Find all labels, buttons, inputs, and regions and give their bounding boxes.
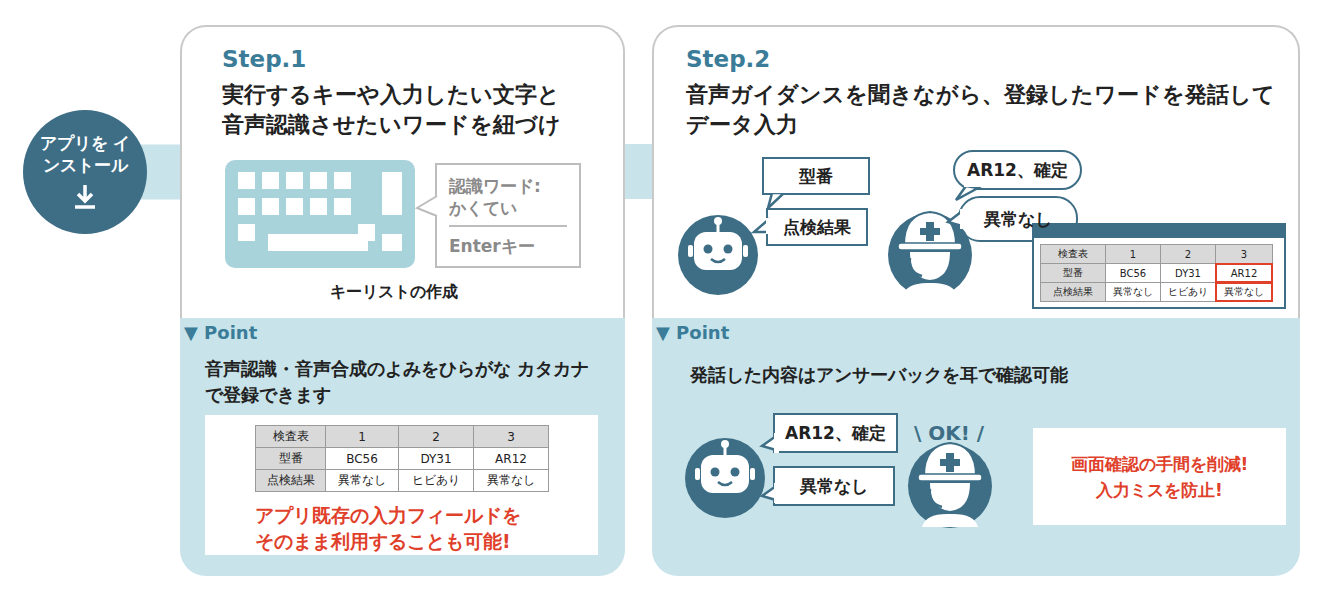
flow-band [625,144,652,199]
table-cell: 2 [398,425,474,448]
table-cell: DY31 [398,447,474,470]
bubble-tail [754,220,768,232]
bubble-tail [417,196,437,216]
body-text: 型番 [799,165,833,188]
robot-icon [678,215,758,295]
table-cell: 3 [473,425,549,448]
table-cell: 1 [1105,244,1161,264]
worker-icon [908,443,992,528]
worker-icon [888,212,972,297]
body-text: 発話した内容はアンサーバックを耳で確認可能 [690,362,1230,388]
table-window [1033,224,1285,308]
heading-text: ▼ Point [656,322,856,343]
body-text: 画面確認の手間を削減! 入力ミスを防止! [1065,451,1255,503]
table-cell: 点検結果 [1040,282,1106,302]
caption: キーリストの作成 [330,282,458,303]
speech-bubble: 型番 [762,157,870,195]
keyboard-icon [225,160,415,268]
bubble-tail [417,196,437,216]
speech-bubble: AR12、確定 [953,150,1082,190]
table-cell: BC56 [325,447,399,470]
heading-text: Step.2 [686,46,906,72]
table-cell: AR12 [1215,263,1273,283]
table-cell: 異常なし [473,469,549,492]
body-text: AR12、確定 [967,159,1068,182]
table-cell: 点検結果 [255,469,326,492]
body-text: AR12、確定 [785,422,886,445]
install-circle: アプリを インストール [23,110,147,234]
exclamation-text: \ OK! / [914,421,984,445]
bubble-tail [762,486,776,500]
body-text: 点検結果 [783,216,851,239]
step-panel: Step.1 実行するキーや入力したい文字と 音声認識させたいワードを紐づけ認識ワ… [180,25,625,318]
table-cell: 1 [325,425,399,448]
bubble-tail [768,193,784,208]
table-cell: 2 [1160,244,1216,264]
table-cell: 異常なし [325,469,399,492]
point-panel: ▼ Point 発話した内容はアンサーバックを耳で確認可能 AR12、確定異常なし 画… [652,318,1300,576]
body-text: 音声認識・音声合成のよみをひらがな カタカナで登録できます [205,356,605,408]
table-cell: 型番 [1040,263,1106,283]
highlight-box: 画面確認の手間を削減! 入力ミスを防止! [1033,428,1286,525]
table-cell: ヒビあり [1160,282,1216,302]
bubble-tail [956,186,978,200]
body-text: アプリを インストール [35,132,135,176]
table-cell: 検査表 [1040,244,1106,264]
table-cell: 検査表 [255,425,326,448]
body-text: 実行するキーや入力したい文字と 音声認識させたいワードを紐づけ [222,80,567,140]
table-cell: 3 [1215,244,1273,264]
speech-bubble: 異常なし [958,196,1078,242]
table-cell: 型番 [255,447,326,470]
body-text: 音声ガイダンスを聞きながら、登録したワードを発話して データ入力 [686,80,1276,140]
table-cell: 異常なし [1105,282,1161,302]
table-cell: 異常なし [1215,282,1273,302]
body-text: 異常なし [800,475,868,498]
bubble-tail [762,436,776,450]
bubble-tail [948,212,962,226]
heading-text: Step.1 [222,46,442,72]
table-cell: AR12 [473,447,549,470]
robot-icon [685,438,765,518]
heading-text: 認識ワード: かくてい [449,175,549,225]
body-text: アプリ既存の入力フィールドを そのまま利用することも可能! [255,502,530,554]
table-cell: ヒビあり [398,469,474,492]
speech-bubble: 異常なし [773,466,895,506]
speech-bubble: 認識ワード: かくていEnterキー [435,163,581,268]
body-text: Enterキー [449,225,567,257]
speech-bubble: AR12、確定 [773,413,898,453]
download-icon [70,182,100,212]
table-cell: BC56 [1105,263,1161,283]
heading-text: ▼ Point [184,322,384,343]
speech-bubble: 点検結果 [766,208,868,246]
table-cell: DY31 [1160,263,1216,283]
body-text: 異常なし [984,208,1052,231]
